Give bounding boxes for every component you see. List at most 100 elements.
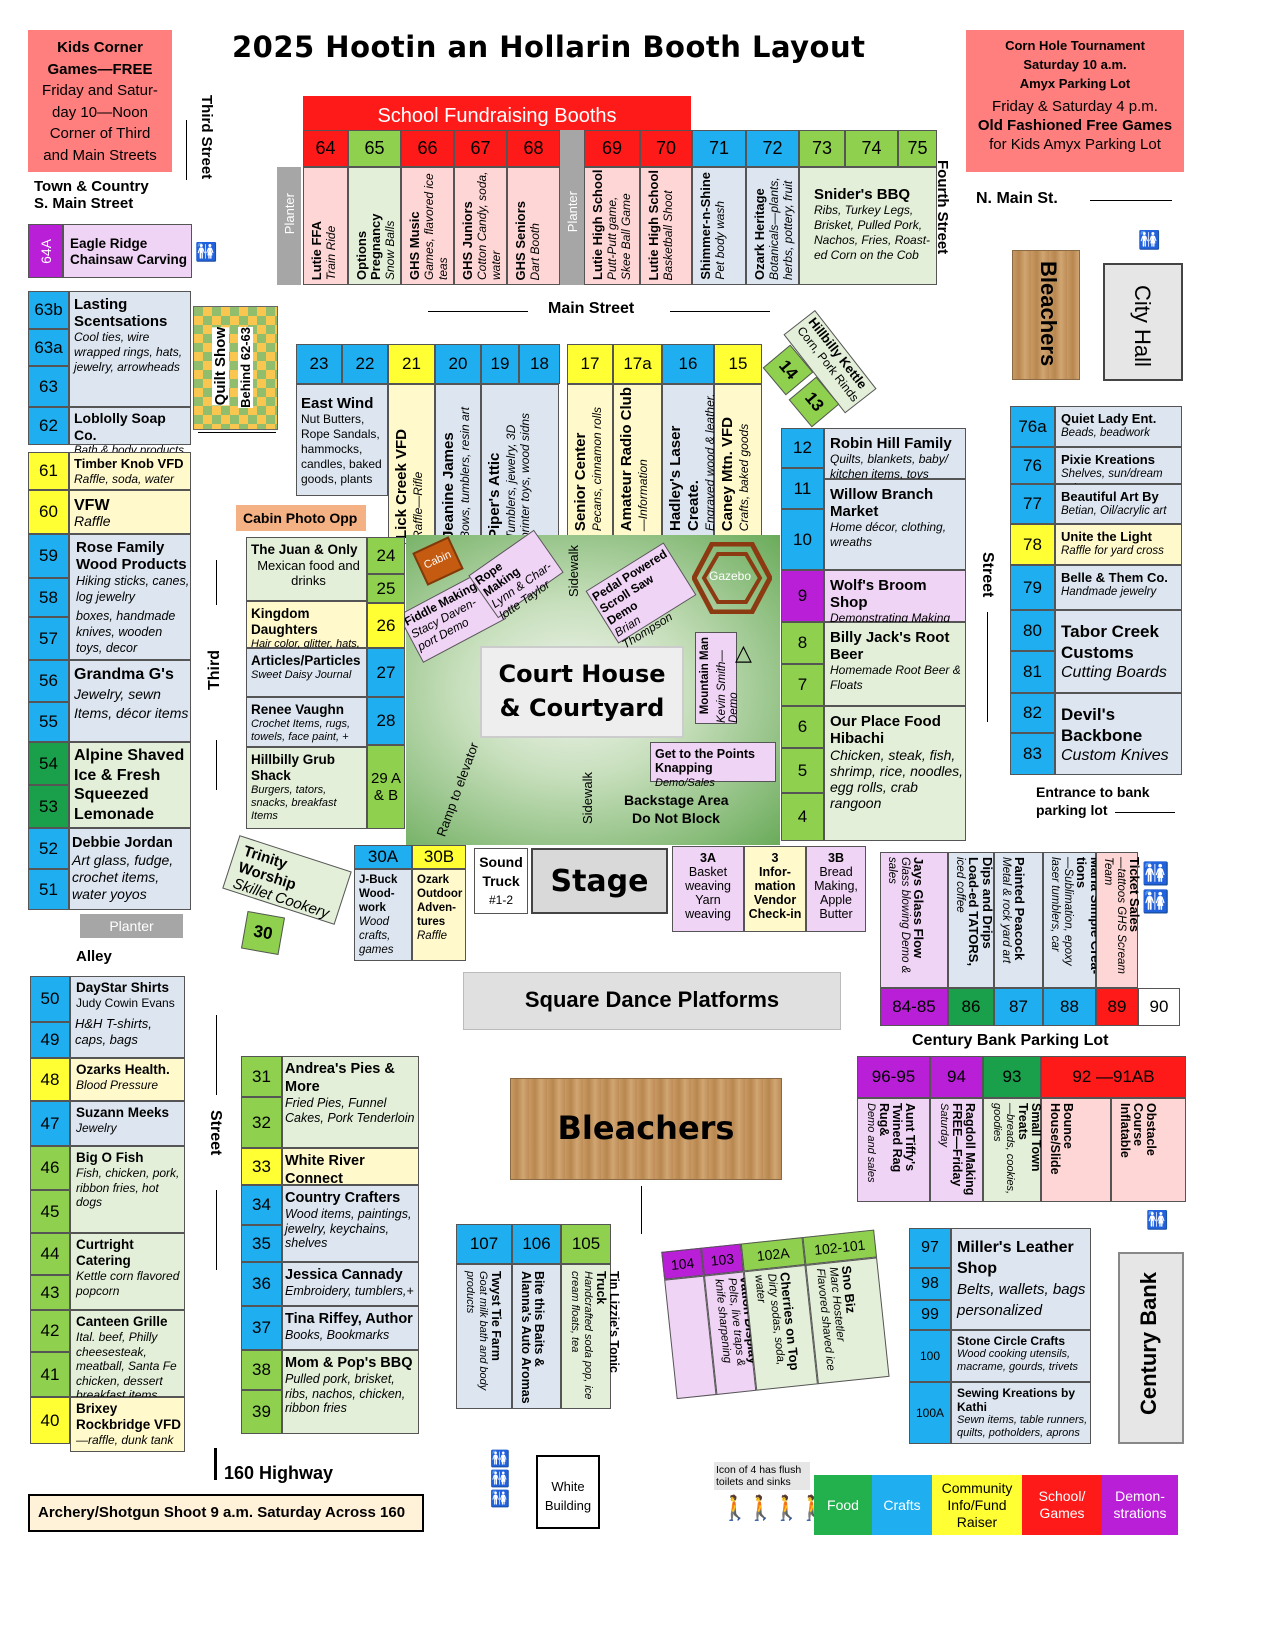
debbie-desc: Art glass, fudge, crochet items, water y…	[72, 852, 174, 902]
white-building: White Building	[536, 1455, 600, 1529]
booth-45-number: 45	[30, 1190, 70, 1233]
vendor-name: Jessica Cannady	[285, 1267, 403, 1283]
booth-25-number: 25	[367, 574, 405, 603]
booth-44-number: 44	[30, 1233, 70, 1275]
vendor-name: Shimmer-n-Shine	[698, 172, 713, 280]
booth-103-number: 103	[701, 1243, 744, 1276]
booth-number-label: 21	[402, 354, 421, 373]
booth-73-number: 73	[799, 130, 845, 167]
booth-46-number: 46	[30, 1146, 70, 1190]
booth-number-label: 35	[252, 1233, 271, 1253]
vendor-desc: Belts, wallets, bags personalized	[957, 1281, 1086, 1319]
booth-86-number: 86	[948, 988, 994, 1026]
booth-number-label: 83	[1023, 744, 1042, 763]
booth-number-label: 77	[1023, 494, 1042, 513]
booth-number-label: 72	[762, 138, 783, 158]
debbie-name: Debbie Jordan	[72, 835, 173, 851]
vendor-text: Ticket Sales—tattoos GHS Scream Team	[1101, 857, 1142, 987]
vendor-desc: Fish, chicken, pork, ribbon fries, hot d…	[76, 1166, 180, 1209]
booth-53-number: 53	[28, 785, 69, 828]
vendor-desc: —raffle, dunk tank	[76, 1433, 174, 1447]
booth-78-number: 78	[1010, 524, 1055, 565]
booth-100A-number: 100A	[909, 1382, 951, 1444]
lasting-desc: Cool ties, wire wrapped rings, hats, jew…	[74, 330, 183, 374]
street-right-arrow	[987, 612, 988, 722]
rose-desc2: boxes, handmade knives, wooden toys, dec…	[76, 609, 176, 655]
vendor-name: Caney Mtn. VFD	[719, 416, 736, 531]
vendor-desc: Chicken, steak, fish, shrimp, rice, nood…	[830, 747, 964, 811]
vendor-name: Ticket Sales	[1127, 857, 1142, 932]
booth-16-number: 16	[662, 344, 714, 384]
vendor-desc: Handcrafted soda pop, ice cream floats, …	[569, 1271, 594, 1400]
booth-17-number: 17	[567, 344, 613, 384]
vendor-name: Brixey Rockbridge VFD	[76, 1401, 182, 1432]
stage: Stage	[531, 848, 668, 914]
booth-15-number: 15	[714, 344, 762, 384]
booth-number-label: 48	[40, 1069, 60, 1089]
timber-name: Timber Knob VFD	[74, 456, 184, 471]
booth-33-vendor: White River Connect—Info	[282, 1148, 419, 1202]
vendor-name: Piper's Attic	[486, 452, 503, 539]
ozark-outdoor-booth: Ozark Outdoor Adven-tures Raffle	[412, 869, 466, 961]
booth-number-label: 45	[40, 1201, 60, 1221]
booth-83-number: 83	[1010, 733, 1055, 775]
legend-item-3: School/ Games	[1022, 1475, 1102, 1535]
cabin-label: Cabin	[422, 548, 454, 572]
booth-number-label: 40	[40, 1410, 60, 1430]
booth-64-number: 64	[303, 130, 348, 167]
booth-21-number: 21	[388, 344, 435, 384]
vendor-desc: Train Ride	[324, 225, 338, 280]
corn-hole-line4: Friday & Saturday 4 p.m.	[992, 98, 1158, 115]
timber-desc: Raffle, soda, water	[74, 472, 175, 486]
hadley-booth: Hadley's Laser Create.Engraved wood & le…	[662, 384, 731, 536]
booth-98-number: 98	[909, 1268, 951, 1300]
sound-truck: Sound Truck #1-2	[474, 848, 528, 914]
booth-number-label: 89	[1107, 997, 1127, 1016]
sidewalk-label-1: Sidewalk	[566, 545, 581, 598]
vendor-name: GHS Seniors	[513, 200, 528, 280]
vendor-text: Small Town Treats—breads, cookies, goodi…	[990, 1103, 1043, 1201]
booth-51-number: 51	[28, 869, 69, 910]
court-house-line2: & Courtyard	[499, 694, 665, 722]
school-header-label: School Fundraising Booths	[377, 105, 617, 127]
n-main-label: N. Main St.	[976, 190, 1058, 207]
ozark-outdoor-name: Ozark Outdoor Adven-tures	[417, 874, 463, 928]
sniders-desc: Ribs, Turkey Legs, Brisket, Pulled Pork,…	[814, 203, 931, 262]
booth-23-number: 23	[296, 344, 342, 384]
booth-number-label: 74	[861, 138, 882, 158]
booth-75-number: 75	[898, 130, 937, 167]
restroom-icon: 🚻🚻🚻	[490, 1451, 510, 1508]
booth-107-number: 107	[456, 1224, 512, 1264]
booth-number-label: 55	[39, 712, 58, 731]
vendor-desc: Crochet Items, rugs, towels, face paint,…	[251, 718, 351, 743]
vendor-name: Bite this Baits & Alanna's Auto Aromas	[519, 1271, 546, 1404]
vendor-name: White River Connect	[285, 1153, 365, 1187]
vendor-name: Options Pregnancy	[354, 213, 383, 280]
booth-49-number: 49	[30, 1022, 70, 1058]
booth-number-label: 67	[470, 138, 491, 158]
booth-number-label: 92 —91AB	[1072, 1067, 1155, 1086]
booth-number-label: 102A	[756, 1244, 791, 1264]
kids-corner-line4: day 10—Noon	[52, 103, 148, 121]
booth-number-label: 65	[364, 138, 385, 158]
vendor-name: Senior Center	[572, 432, 589, 531]
restroom-icon: 🚻	[195, 242, 218, 262]
booth-39-number: 39	[241, 1390, 282, 1434]
vendor-desc: Snow Balls	[383, 220, 397, 280]
vendor-desc: Sweet Daisy Journal	[251, 669, 352, 681]
vendor-desc: Custom Knives	[1061, 747, 1169, 764]
booth-34-number: 34	[241, 1185, 282, 1225]
